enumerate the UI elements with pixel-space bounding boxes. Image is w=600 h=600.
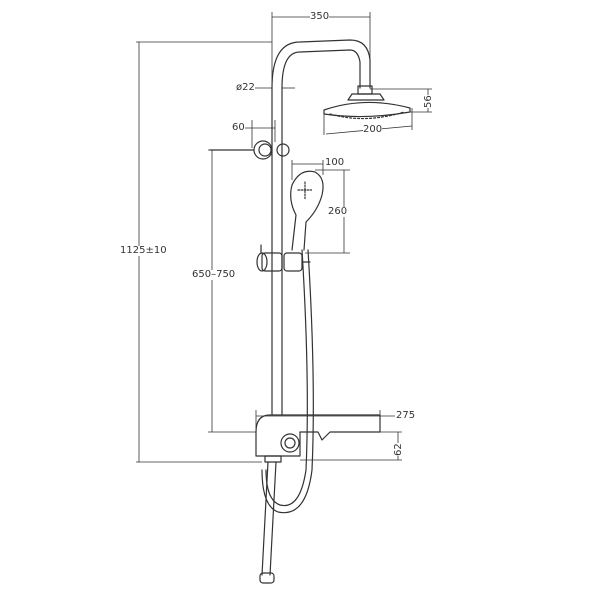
riser-rail (271, 87, 283, 416)
hand-shower (290, 170, 324, 251)
shower-arm (271, 39, 373, 95)
dim-hand-shower-length: 260 (328, 206, 348, 217)
dim-hand-shower-width: 100 (325, 157, 345, 168)
dim-overhead-head-height: 56 (423, 95, 434, 108)
dim-slider-range: 650–750 (192, 269, 236, 280)
wall-bracket (209, 140, 290, 160)
dimension-lines (136, 12, 432, 463)
overhead-shower-head (323, 93, 411, 120)
dim-arm-reach: 350 (310, 11, 330, 22)
dim-mixer-height: 62 (393, 443, 404, 456)
dim-overhead-head-width: 200 (363, 124, 383, 135)
dim-shelf-depth: 275 (396, 410, 416, 421)
dim-wall-bracket-offset: 60 (232, 122, 245, 133)
shower-hose (259, 249, 314, 584)
dim-pipe-diameter: ø22 (236, 82, 255, 93)
dim-total-height: 1125±10 (120, 245, 167, 256)
thermostatic-mixer-shelf (255, 414, 381, 463)
